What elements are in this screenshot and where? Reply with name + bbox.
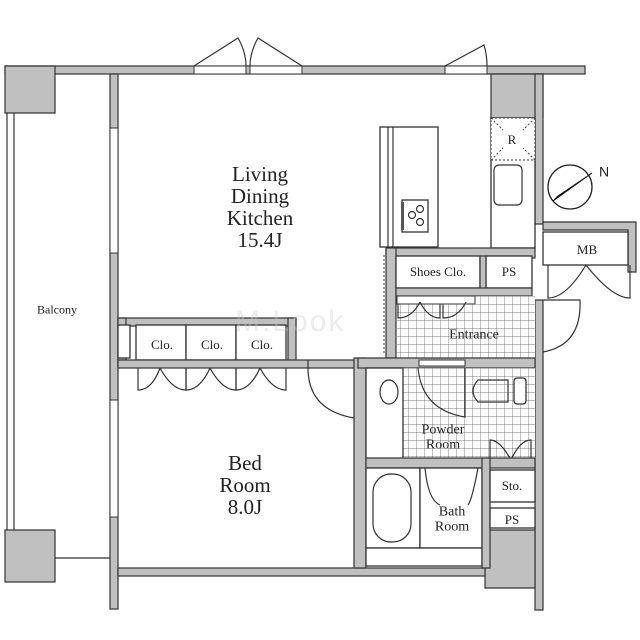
label-shoes-closet: Shoes Clo. [409,264,467,280]
room-label-bath-room: Bath Room [434,504,470,534]
closets-partition [117,317,367,569]
top-windows [193,37,488,75]
label-storage: Sto. [501,478,523,494]
watermark: M.Look [235,305,346,338]
entrance-block [383,231,631,359]
label-refrigerator: R [507,132,517,148]
room-label-powder-room: Powder Room [421,422,465,452]
label-closet-2: Clo. [200,337,224,353]
compass-north-label: N [598,163,610,180]
room-label-entrance: Entrance [449,327,499,343]
label-closet-1: Clo. [150,337,174,353]
label-ps-upper: PS [501,264,517,280]
label-ps-lower: PS [504,512,520,528]
kitchen-counter [379,126,439,248]
room-label-balcony: Balcony [37,302,77,317]
label-mb: MB [576,242,598,258]
wet-area [357,357,536,569]
sink-counter [490,117,536,249]
label-closet-3: Clo. [250,337,274,353]
compass-icon [547,164,593,210]
